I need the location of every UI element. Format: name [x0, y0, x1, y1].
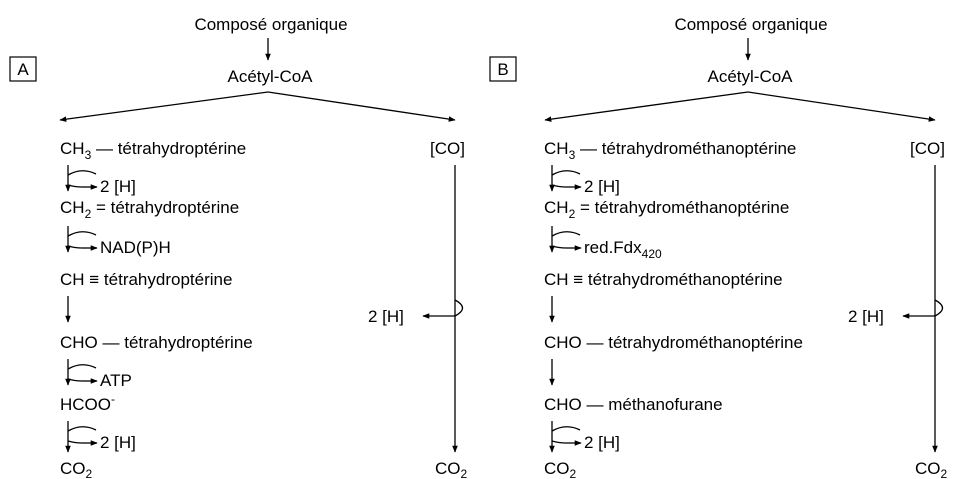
panel-b-label: B	[497, 60, 508, 79]
panel-b-co2-right: CO2	[915, 459, 948, 479]
panel-a-source: Composé organique	[194, 15, 347, 34]
panel-a-hcoo: HCOO-	[60, 392, 115, 414]
panel-a-cho-line: CHO — tétrahydroptérine	[60, 333, 253, 352]
panel-a-co2-right: CO2	[435, 459, 468, 479]
panel-a-branch-right-arrow	[267, 91, 456, 122]
panel-b-ch2-line: CH2 = tétrahydrométhanoptérine	[544, 198, 789, 221]
panel-a-co-side: 2 [H]	[368, 307, 404, 326]
panel-a-ch-line: CH ≡ tétrahydroptérine	[60, 270, 232, 289]
panel-b-branch-left-arrow	[544, 91, 749, 122]
panel-a-ch3-line: CH3 — tétrahydroptérine	[60, 139, 246, 162]
panel-b-side-curve-2b	[551, 245, 567, 249]
panel-b: B Composé organique Acétyl-CoA CH3 — tét…	[489, 15, 948, 479]
panel-a-ch2-line: CH2 = tétrahydroptérine	[60, 198, 239, 221]
panel-b-side-curve-1	[551, 170, 581, 176]
panel-b-side-curve-4b	[551, 440, 567, 444]
panel-b-source: Composé organique	[674, 15, 827, 34]
panel-a: A Composé organique Acétyl-CoA CH3 — tét…	[9, 15, 468, 479]
panel-a-side-curve-2	[67, 231, 97, 237]
panel-b-branch-right-arrow	[747, 91, 936, 122]
panel-b-label-box	[489, 56, 517, 82]
panel-a-co-side-curve	[454, 299, 464, 317]
panel-a-side-2: NAD(P)H	[100, 238, 171, 257]
panel-b-co2-left: CO2	[544, 459, 577, 479]
panel-b-co-branch: [CO]	[910, 139, 945, 158]
panel-a-co-branch: [CO]	[430, 139, 465, 158]
panel-b-ch3-line: CH3 — tétrahydrométhanoptérine	[544, 139, 796, 162]
panel-b-side-curve-2	[551, 231, 581, 237]
panel-a-side-curve-4b	[67, 440, 83, 444]
panel-a-side-curve-2b	[67, 245, 83, 249]
panel-a-side-1: 2 [H]	[100, 177, 136, 196]
panel-a-side-curve-1	[67, 170, 97, 176]
panel-b-side-4: 2 [H]	[584, 433, 620, 452]
panel-b-co-side-curve	[934, 299, 944, 317]
panel-a-side-4: 2 [H]	[100, 433, 136, 452]
panel-a-label-box	[9, 56, 37, 82]
panel-a-side-curve-3b	[67, 378, 83, 382]
panel-a-side-curve-3	[67, 364, 97, 370]
panel-b-co-side: 2 [H]	[848, 307, 884, 326]
panel-b-acetyl: Acétyl-CoA	[707, 67, 793, 86]
panel-b-cho-line: CHO — tétrahydrométhanoptérine	[544, 333, 803, 352]
panel-b-side-curve-1b	[551, 184, 567, 188]
panel-b-ch-line: CH ≡ tétrahydrométhanoptérine	[544, 270, 783, 289]
panel-b-side-curve-4	[551, 426, 581, 432]
panel-a-branch-left-arrow	[59, 91, 269, 122]
panel-b-side-1: 2 [H]	[584, 177, 620, 196]
panel-a-co2-left: CO2	[60, 459, 93, 479]
panel-a-side-3: ATP	[100, 371, 132, 390]
panel-a-acetyl: Acétyl-CoA	[227, 67, 313, 86]
panel-b-side-2: red.Fdx420	[584, 238, 662, 261]
panel-b-cho-mf-line: CHO — méthanofurane	[544, 395, 723, 414]
panel-a-label: A	[17, 60, 29, 79]
panel-a-side-curve-1b	[67, 184, 83, 188]
panel-a-side-curve-4	[67, 426, 97, 432]
